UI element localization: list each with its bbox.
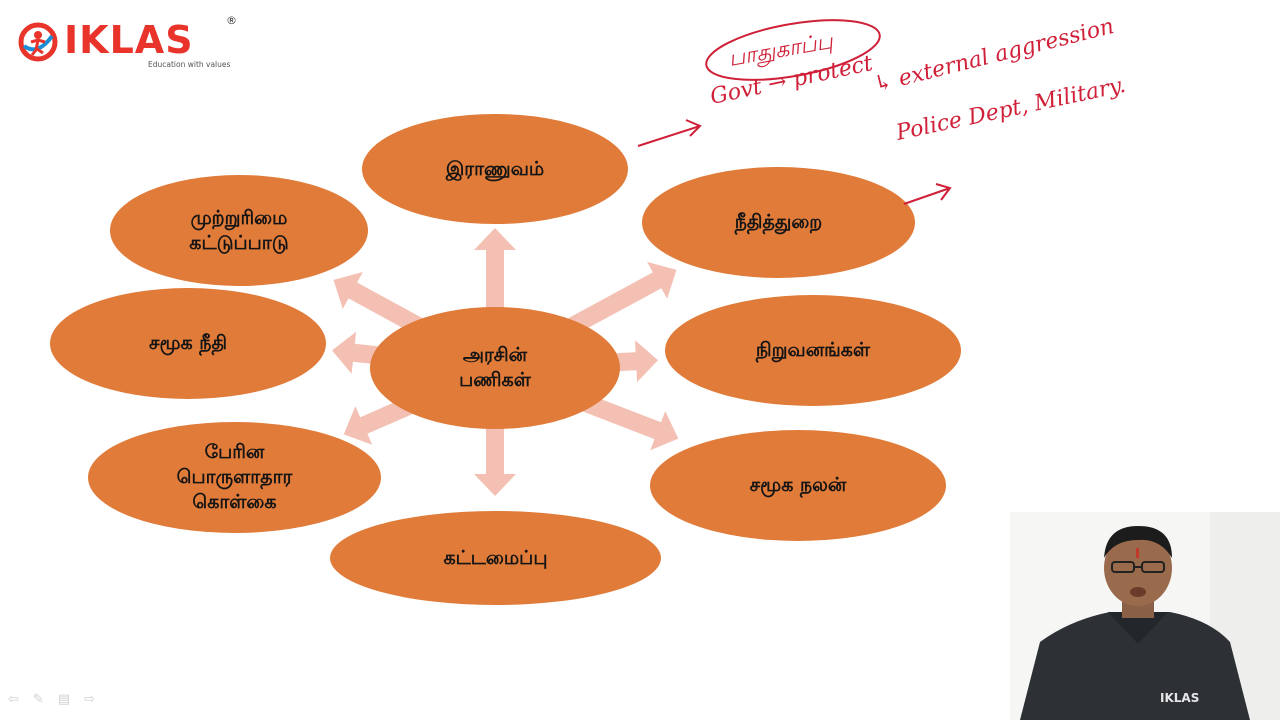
node-label: சமூக நலன் xyxy=(749,474,847,497)
node-label: பேரின பொருளாதார கொள்கை xyxy=(176,441,293,513)
node-institutions: நிறுவனங்கள் xyxy=(665,295,961,406)
node-label: நிறுவனங்கள் xyxy=(755,339,871,362)
menu-icon[interactable]: ▤ xyxy=(57,692,71,707)
arrow-to-army xyxy=(474,228,516,308)
brand-logo: IKLAS ® Education with values xyxy=(18,14,248,74)
person-o-icon xyxy=(18,22,58,62)
node-label: கட்டமைப்பு xyxy=(443,546,548,569)
node-social-welfare: சமூக நலன் xyxy=(650,430,946,541)
next-slide-icon[interactable]: ⇨ xyxy=(84,692,96,707)
node-infrastructure: கட்டமைப்பு xyxy=(330,511,661,605)
center-node: அரசின் பணிகள் xyxy=(370,307,620,429)
arrow-to-infrastructure xyxy=(474,423,516,496)
slide-controls: ⇦ ✎ ▤ ⇨ xyxy=(8,692,95,707)
node-monopoly-control: முற்றுரிமை கட்டுப்பாடு xyxy=(110,175,368,286)
node-macro-economic-policy: பேரின பொருளாதார கொள்கை xyxy=(88,422,381,533)
node-label: முற்றுரிமை கட்டுப்பாடு xyxy=(189,206,289,254)
node-label: சமூக நீதி xyxy=(148,332,228,355)
presenter-video: IKLAS xyxy=(1010,512,1280,720)
brand-tagline: Education with values xyxy=(148,60,231,69)
center-node-label: அரசின் பணிகள் xyxy=(459,344,531,391)
arrow-to-judiciary xyxy=(568,261,677,334)
shirt-logo: IKLAS xyxy=(1160,691,1199,705)
pen-icon[interactable]: ✎ xyxy=(32,692,44,707)
node-social-justice: சமூக நீதி xyxy=(50,288,326,399)
arrow-to-monopoly-control xyxy=(333,272,430,339)
arrow-to-social-welfare xyxy=(570,389,679,451)
registered-mark: ® xyxy=(226,14,237,27)
prev-slide-icon[interactable]: ⇦ xyxy=(8,692,19,707)
node-judiciary: நீதித்துறை xyxy=(642,167,915,278)
node-army: இராணுவம் xyxy=(362,114,628,224)
node-label: இராணுவம் xyxy=(445,157,545,180)
brand-name: IKLAS xyxy=(64,18,194,62)
node-label: நீதித்துறை xyxy=(734,211,823,234)
